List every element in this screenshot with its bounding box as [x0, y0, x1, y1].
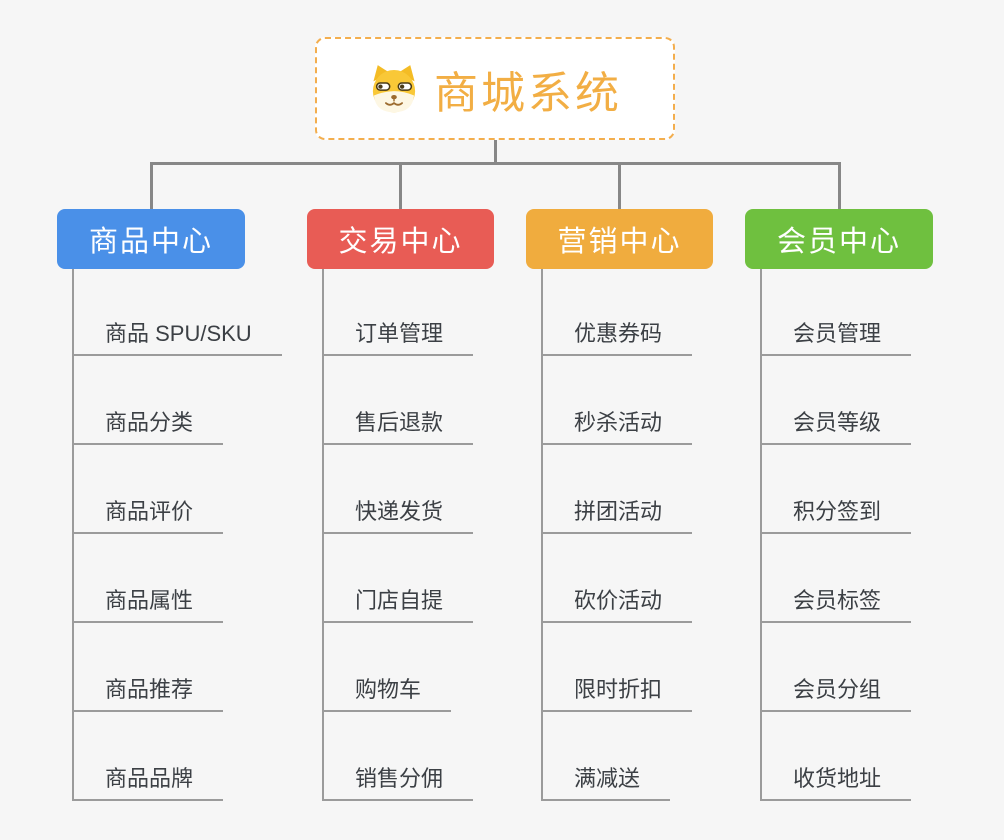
branch-node-label: 商品中心	[88, 226, 213, 258]
leaf-node[interactable]: 会员标签	[760, 581, 912, 623]
branch-node-label: 交易中心	[338, 226, 463, 258]
leaf-node[interactable]: 会员等级	[760, 403, 912, 445]
branch-node-label: 会员中心	[776, 226, 901, 258]
leaf-node[interactable]: 商品 SPU/SKU	[72, 314, 282, 356]
leaf-node-label: 售后退款	[355, 410, 444, 435]
leaf-node-label: 满减送	[574, 766, 641, 791]
leaf-node-label: 订单管理	[355, 321, 444, 346]
leaf-node-label: 商品品牌	[105, 766, 194, 791]
branch-node-label: 营销中心	[557, 226, 682, 258]
leaf-node[interactable]: 售后退款	[322, 403, 474, 445]
leaf-node-label: 收货地址	[793, 766, 882, 791]
leaf-node-label: 购物车	[355, 677, 422, 702]
leaf-node[interactable]: 快递发货	[322, 492, 474, 534]
leaf-node-label: 商品分类	[105, 410, 194, 435]
leaf-node[interactable]: 满减送	[541, 759, 671, 801]
leaf-node-label: 会员等级	[793, 410, 882, 435]
leaf-node[interactable]: 商品属性	[72, 581, 224, 623]
leaf-node-label: 会员分组	[793, 677, 882, 702]
connector-drop-4	[837, 161, 841, 209]
leaf-node[interactable]: 收货地址	[760, 759, 912, 801]
leaf-node-label: 会员标签	[793, 588, 882, 613]
leaf-node-label: 积分签到	[793, 499, 882, 524]
connector-bus	[149, 161, 841, 165]
branch-spine-3	[541, 269, 543, 801]
root-node[interactable]: 商城系统	[315, 37, 675, 140]
branch-node-2[interactable]: 交易中心	[307, 209, 494, 269]
leaf-node[interactable]: 会员管理	[760, 314, 912, 356]
leaf-node-label: 销售分佣	[355, 766, 444, 791]
leaf-node-label: 砍价活动	[574, 588, 663, 613]
leaf-node-label: 拼团活动	[574, 499, 663, 524]
leaf-node[interactable]: 拼团活动	[541, 492, 693, 534]
leaf-node[interactable]: 购物车	[322, 670, 452, 712]
connector-root-stub	[493, 140, 497, 165]
leaf-node[interactable]: 积分签到	[760, 492, 912, 534]
leaf-node-label: 限时折扣	[574, 677, 663, 702]
leaf-node-label: 会员管理	[793, 321, 882, 346]
leaf-node[interactable]: 会员分组	[760, 670, 912, 712]
leaf-node-label: 快递发货	[355, 499, 444, 524]
leaf-node-label: 优惠券码	[574, 321, 663, 346]
leaf-node[interactable]: 限时折扣	[541, 670, 693, 712]
branch-node-3[interactable]: 营销中心	[526, 209, 713, 269]
leaf-node[interactable]: 秒杀活动	[541, 403, 693, 445]
leaf-node[interactable]: 商品评价	[72, 492, 224, 534]
leaf-node[interactable]: 订单管理	[322, 314, 474, 356]
doge-icon	[372, 64, 416, 112]
leaf-node[interactable]: 商品推荐	[72, 670, 224, 712]
leaf-node[interactable]: 门店自提	[322, 581, 474, 623]
branch-node-1[interactable]: 商品中心	[57, 209, 245, 269]
leaf-node-label: 商品 SPU/SKU	[105, 321, 252, 346]
connector-drop-2	[399, 161, 402, 209]
leaf-node-label: 门店自提	[355, 588, 444, 613]
branch-spine-1	[72, 269, 74, 801]
branch-spine-2	[322, 269, 324, 801]
leaf-node[interactable]: 销售分佣	[322, 759, 474, 801]
leaf-node[interactable]: 砍价活动	[541, 581, 693, 623]
leaf-node-label: 商品推荐	[105, 677, 194, 702]
branch-node-4[interactable]: 会员中心	[745, 209, 933, 269]
leaf-node-label: 商品属性	[105, 588, 194, 613]
leaf-node-label: 秒杀活动	[574, 410, 663, 435]
connector-drop-3	[618, 161, 621, 209]
leaf-node[interactable]: 优惠券码	[541, 314, 693, 356]
root-node-label: 商城系统	[434, 68, 622, 118]
leaf-node[interactable]: 商品品牌	[72, 759, 224, 801]
leaf-node[interactable]: 商品分类	[72, 403, 224, 445]
connector-drop-1	[149, 161, 153, 209]
branch-spine-4	[760, 269, 762, 801]
leaf-node-label: 商品评价	[105, 499, 194, 524]
